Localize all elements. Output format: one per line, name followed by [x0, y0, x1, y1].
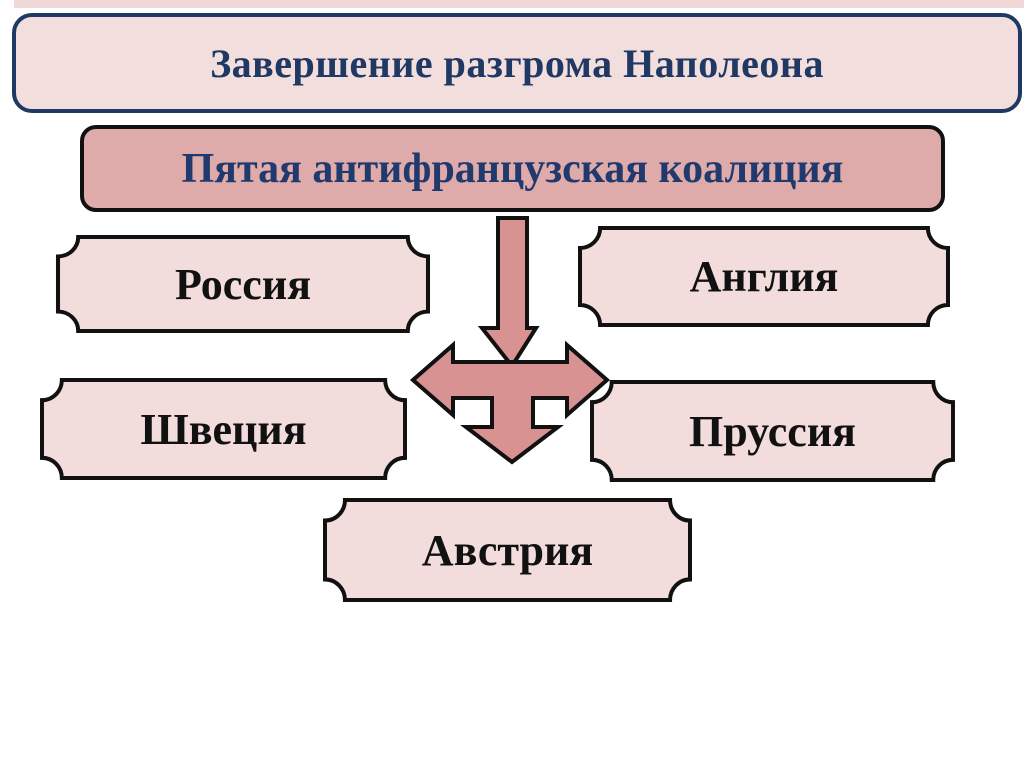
- node-sweden: Швеция: [40, 377, 407, 481]
- down-arrow-icon: [477, 216, 540, 370]
- title-box: Завершение разгрома Наполеона: [12, 13, 1022, 113]
- slide-title: Завершение разгрома Наполеона: [210, 40, 824, 86]
- node-label-prussia: Пруссия: [689, 406, 856, 456]
- node-austria: Австрия: [323, 497, 692, 603]
- plaque-shape: [577, 226, 951, 327]
- node-label-sweden: Швеция: [140, 404, 307, 454]
- node-england: Англия: [577, 226, 951, 327]
- node-label-russia: Россия: [175, 259, 311, 309]
- node-label-austria: Австрия: [421, 525, 594, 575]
- top-strip-decoration: [14, 0, 1024, 8]
- coalition-title: Пятая антифранцузская коалиция: [181, 145, 844, 192]
- plaque-shape: [55, 235, 431, 333]
- three-way-arrow-icon: [409, 340, 611, 465]
- node-prussia: Пруссия: [590, 379, 955, 483]
- plaque-shape: [323, 497, 692, 603]
- node-label-england: Англия: [689, 252, 839, 301]
- plaque-shape: [40, 377, 407, 481]
- node-russia: Россия: [55, 235, 431, 333]
- coalition-box: Пятая антифранцузская коалиция: [80, 125, 945, 212]
